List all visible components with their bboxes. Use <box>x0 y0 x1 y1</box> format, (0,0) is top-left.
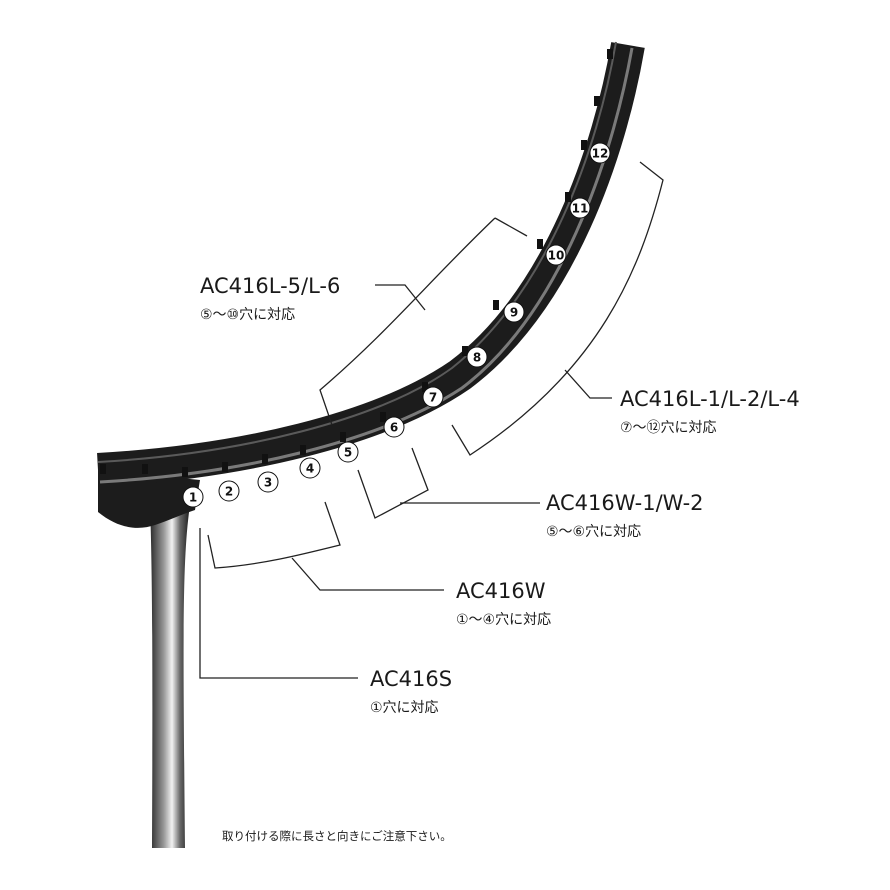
hole-marker-circle <box>383 416 405 438</box>
product-name-s: AC416S <box>370 667 452 691</box>
leader-lines <box>199 161 664 679</box>
grommet-nub <box>300 445 306 455</box>
product-range-w: ①～④穴に対応 <box>456 612 551 628</box>
hole-marker-1: 1 <box>182 486 204 508</box>
racket-frame <box>97 41 645 848</box>
hole-marker-number: 3 <box>264 476 272 490</box>
hole-marker-7: 7 <box>422 386 444 408</box>
product-range-w1-w2: ⑤～⑥穴に対応 <box>546 524 641 540</box>
hole-marker-circle <box>257 471 279 493</box>
grommet-nub <box>422 382 428 392</box>
hole-marker-number: 6 <box>390 421 398 435</box>
hole-marker-12: 12 <box>589 142 611 164</box>
racket-shaft <box>150 505 190 848</box>
hole-marker-4: 4 <box>299 457 321 479</box>
label-w1-w2: AC416W-1/W-2 ⑤～⑥穴に対応 <box>546 491 704 540</box>
hole-marker-circle <box>569 197 591 219</box>
leader-l1-l2-l4 <box>564 369 612 399</box>
leader-w <box>291 557 444 591</box>
product-name-w: AC416W <box>456 579 546 603</box>
hole-marker-number: 7 <box>429 391 437 405</box>
hole-marker-10: 10 <box>545 244 567 266</box>
grommet-nub <box>537 239 543 249</box>
hole-marker-number: 5 <box>344 446 352 460</box>
grommet-nub <box>340 432 346 442</box>
leader-s <box>199 528 358 679</box>
racket-frame-edge <box>97 41 617 463</box>
hole-marker-9: 9 <box>503 301 525 323</box>
label-s: AC416S ①穴に対応 <box>370 667 452 716</box>
hole-marker-2: 2 <box>218 480 240 502</box>
hole-marker-circle <box>503 301 525 323</box>
hole-marker-circle <box>466 346 488 368</box>
product-range-l5-l6: ⑤～⑩穴に対応 <box>200 307 295 323</box>
bracket-w1-w2 <box>357 447 429 519</box>
hole-marker-number: 4 <box>306 462 314 476</box>
hole-marker-circle <box>422 386 444 408</box>
label-l1-l2-l4: AC416L-1/L-2/L-4 ⑦～⑫穴に対応 <box>620 387 800 436</box>
grommet-nub <box>380 412 386 422</box>
grommet-nub <box>100 464 106 474</box>
label-l5-l6: AC416L-5/L-6 ⑤～⑩穴に対応 <box>200 274 340 323</box>
hole-marker-circle <box>545 244 567 266</box>
bracket-w <box>207 501 341 569</box>
grommet-nub <box>222 462 228 472</box>
grommet-nub <box>581 140 587 150</box>
grommet-nub <box>607 49 613 59</box>
racket-frame-highlight <box>99 47 634 484</box>
grommet-nub <box>565 192 571 202</box>
hole-marker-number: 9 <box>510 306 518 320</box>
grommet-nub <box>262 454 268 464</box>
grommet-nub <box>462 346 468 356</box>
hole-marker-number: 12 <box>592 147 609 161</box>
hole-marker-number: 2 <box>225 485 233 499</box>
hole-marker-circle <box>589 142 611 164</box>
hole-marker-number: 11 <box>572 202 589 216</box>
product-range-l1-l2-l4: ⑦～⑫穴に対応 <box>620 420 717 436</box>
hole-marker-11: 11 <box>569 197 591 219</box>
bracket-l1-l2-l4 <box>451 161 664 456</box>
grommet-nub <box>182 467 188 477</box>
hole-marker-8: 8 <box>466 346 488 368</box>
hole-marker-5: 5 <box>337 441 359 463</box>
hole-marker-6: 6 <box>383 416 405 438</box>
grommet-nub <box>142 464 148 474</box>
hole-marker-number: 8 <box>473 351 481 365</box>
product-range-s: ①穴に対応 <box>370 700 439 716</box>
grommet-nub <box>493 300 499 310</box>
product-name-l5-l6: AC416L-5/L-6 <box>200 274 340 298</box>
product-name-w1-w2: AC416W-1/W-2 <box>546 491 704 515</box>
bracket-l5-l6 <box>319 217 528 426</box>
hole-marker-number: 10 <box>548 249 565 263</box>
hole-marker-circle <box>299 457 321 479</box>
hole-marker-number: 1 <box>189 491 197 505</box>
hole-marker-circle <box>182 486 204 508</box>
product-name-l1-l2-l4: AC416L-1/L-2/L-4 <box>620 387 800 411</box>
hole-marker-circle <box>337 441 359 463</box>
hole-marker-3: 3 <box>257 471 279 493</box>
label-w: AC416W ①～④穴に対応 <box>456 579 551 628</box>
footer-note: 取り付ける際に長さと向きにご注意下さい。 <box>222 829 452 843</box>
grommet-nubs <box>100 49 613 477</box>
leader-l5-l6 <box>375 284 426 311</box>
grommet-nub <box>594 96 600 106</box>
hole-marker-circle <box>218 480 240 502</box>
